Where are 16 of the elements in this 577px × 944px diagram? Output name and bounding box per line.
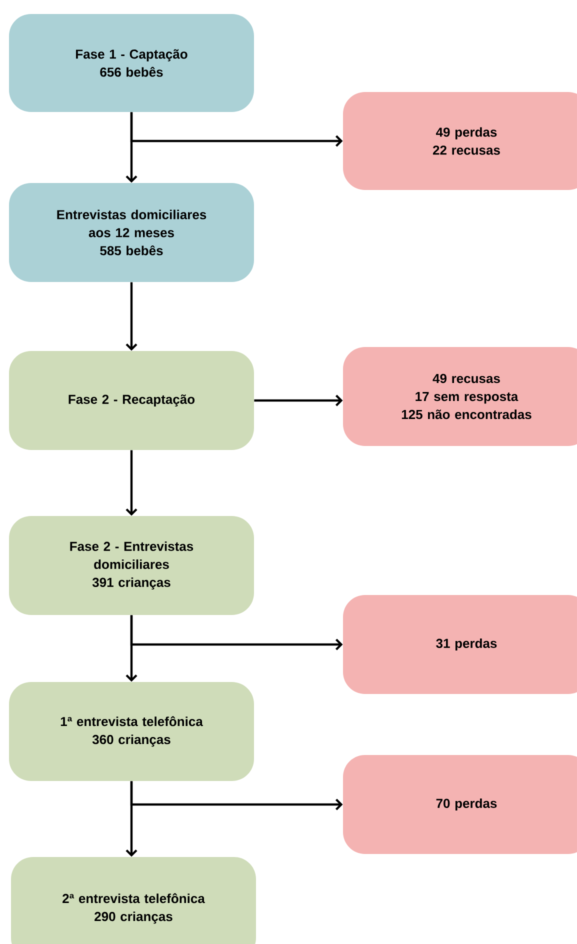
process-box: Entrevistas domiciliares aos 12 meses 585 bebês (9, 183, 254, 282)
arrow (130, 615, 343, 650)
arrow (130, 112, 343, 147)
arrow (126, 450, 138, 516)
exclusion-box: 70 perdas (343, 755, 577, 854)
process-box: 1ª entrevista telefônica 360 crianças (9, 682, 254, 781)
exclusion-box: 49 perdas 22 recusas (343, 92, 577, 190)
arrow (254, 394, 343, 406)
process-box: Fase 2 - Entrevistas domiciliares 391 crianças (9, 516, 254, 615)
exclusion-box: 49 recusas 17 sem resposta 125 não encontradas (343, 347, 577, 446)
arrow (126, 282, 138, 351)
process-box: Fase 2 - Recaptação (9, 351, 254, 450)
process-box: 2ª entrevista telefônica 290 crianças (11, 857, 256, 944)
exclusion-box: 31 perdas (343, 595, 577, 694)
process-box: Fase 1 - Captação 656 bebês (9, 14, 254, 112)
arrow (130, 781, 343, 810)
